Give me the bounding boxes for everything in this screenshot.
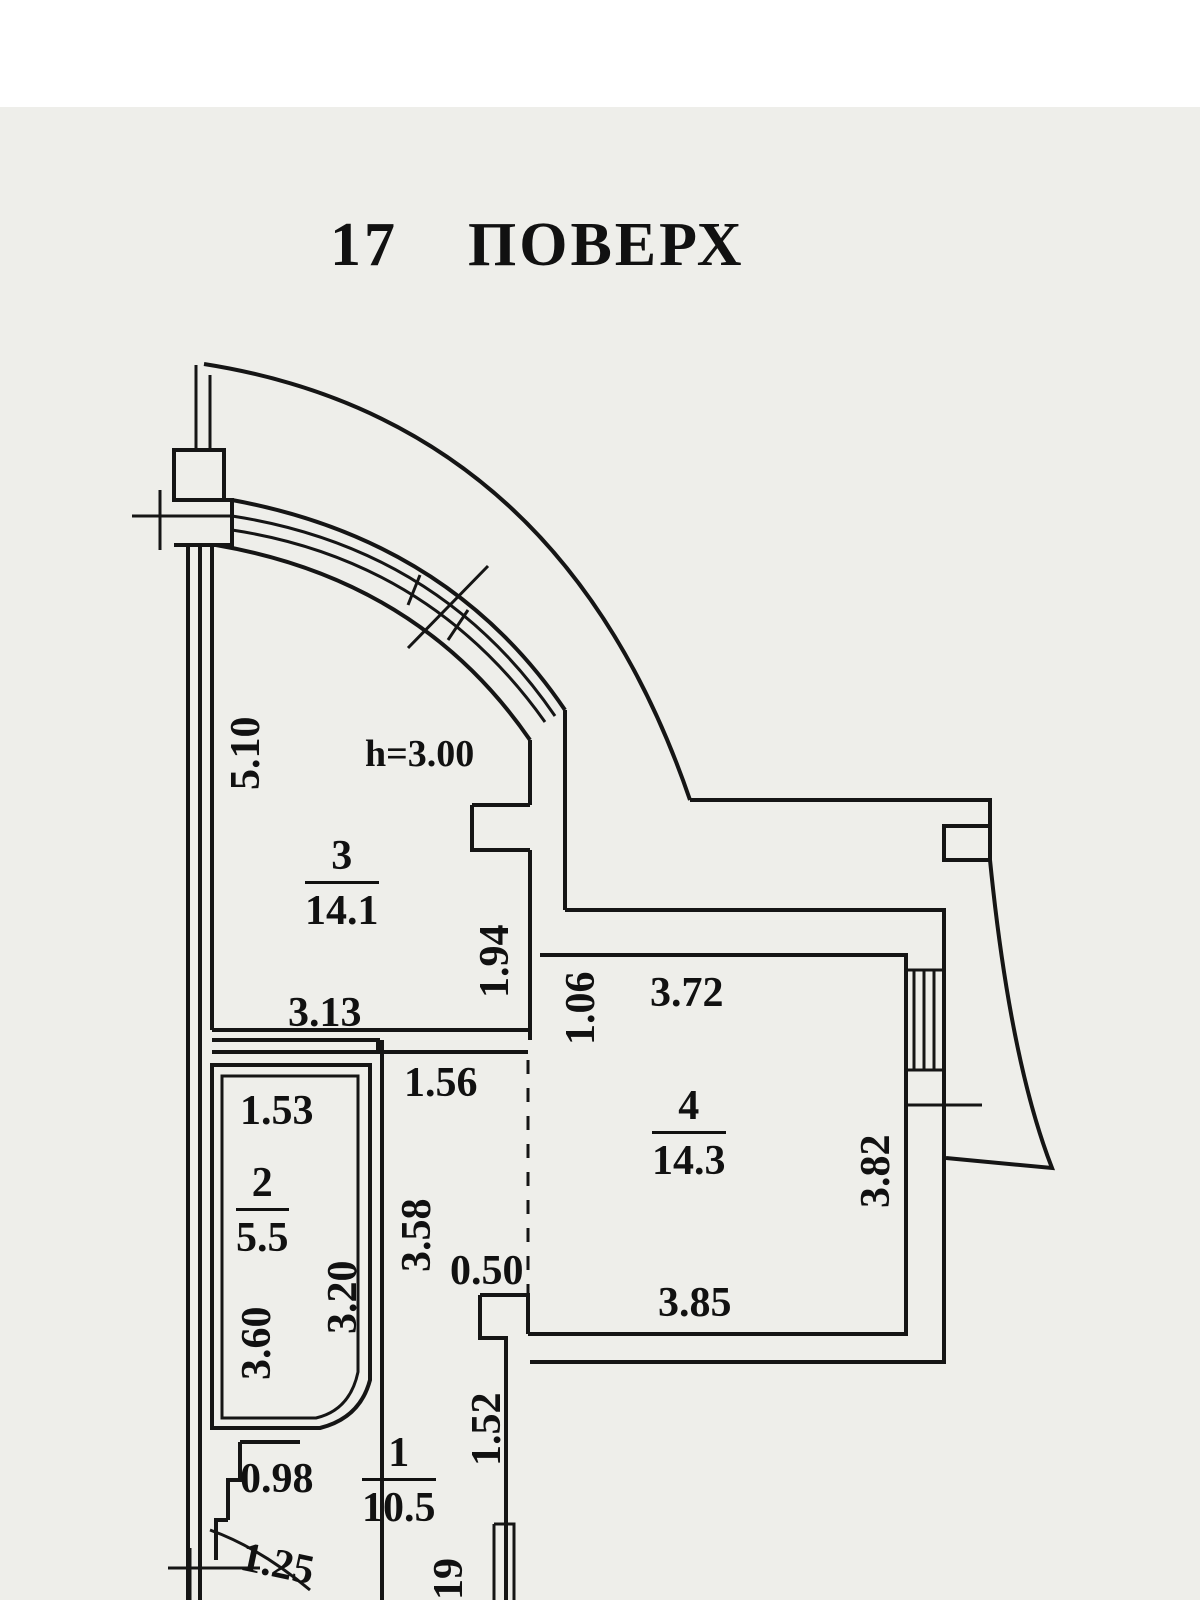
entry-diagonal [209,1528,311,1592]
room2-outer [210,1063,372,1430]
column-mid [174,498,234,547]
room-number: 3 [305,835,379,884]
room-number: 1 [362,1432,436,1481]
window-arc-mid2 [231,528,547,723]
entry-axis [168,1548,260,1600]
dim-room2-right: 3.20 [320,1260,366,1335]
hall-wall [380,1040,528,1600]
entry-steps [214,1440,300,1560]
dim-hall-lower: 1.52 [464,1392,510,1467]
column-top [172,448,226,502]
floor-title: 17 ПОВЕРХ [330,210,745,281]
axis-mark-left [132,490,234,550]
room-number: 4 [652,1085,726,1134]
room3-bottom-wall [212,1028,530,1054]
room-area: 14.1 [305,888,379,934]
balcony-right-edge [945,859,1056,1171]
room-area: 5.5 [236,1215,289,1261]
dim-room3-width: 3.13 [288,990,362,1036]
room3-niche [470,803,530,852]
room2-inner [220,1074,360,1420]
window-axis-mark [406,564,490,650]
room4-inner [528,953,908,1336]
outer-wall-left [186,545,202,1600]
room-4-label: 4 14.3 [652,1085,726,1182]
window-arc-inner [215,543,532,742]
window-arc-mid1 [231,514,557,717]
ceiling-height-label: h=3.00 [365,733,475,775]
hall-cabinet [492,1522,516,1600]
room-3-label: 3 14.1 [305,835,379,932]
dim-room3-recess: 1.94 [472,924,518,999]
dim-bottom-cut: 19 [426,1558,472,1600]
window-frame-b [446,609,470,641]
dim-room4-left: 1.06 [558,971,604,1046]
room-2-label: 2 5.5 [236,1162,289,1259]
tower-stub [194,365,212,450]
room3-wall-right [528,710,567,1040]
room-1-label: 1 10.5 [362,1432,436,1529]
dim-hall-side: 3.58 [394,1198,440,1273]
dim-room2-top: 1.53 [240,1088,314,1134]
dim-room4-right: 3.82 [853,1134,899,1209]
floor-number: 17 [330,211,398,279]
room-area: 14.3 [652,1138,726,1184]
floor-word: ПОВЕРХ [468,211,745,279]
hall-jamb [478,1293,530,1600]
dim-room2-left: 3.60 [234,1306,280,1381]
window-arc-outer [231,498,567,712]
dim-room3-height: 5.10 [223,716,269,791]
room4-top-outer [530,908,946,1364]
dim-room4-top: 3.72 [650,970,724,1016]
room-area: 10.5 [362,1485,436,1531]
balcony-outer-curve [203,362,692,801]
dim-hall-top: 1.56 [404,1060,478,1106]
room4-window [906,968,946,1072]
dim-room4-bottom: 3.85 [658,1280,732,1326]
balcony-floor-line [690,798,992,862]
dim-hall-gap: 0.50 [450,1248,524,1294]
window-frame-a [406,574,422,606]
room-number: 2 [236,1162,289,1211]
dim-entry-a: 0.98 [240,1456,314,1502]
